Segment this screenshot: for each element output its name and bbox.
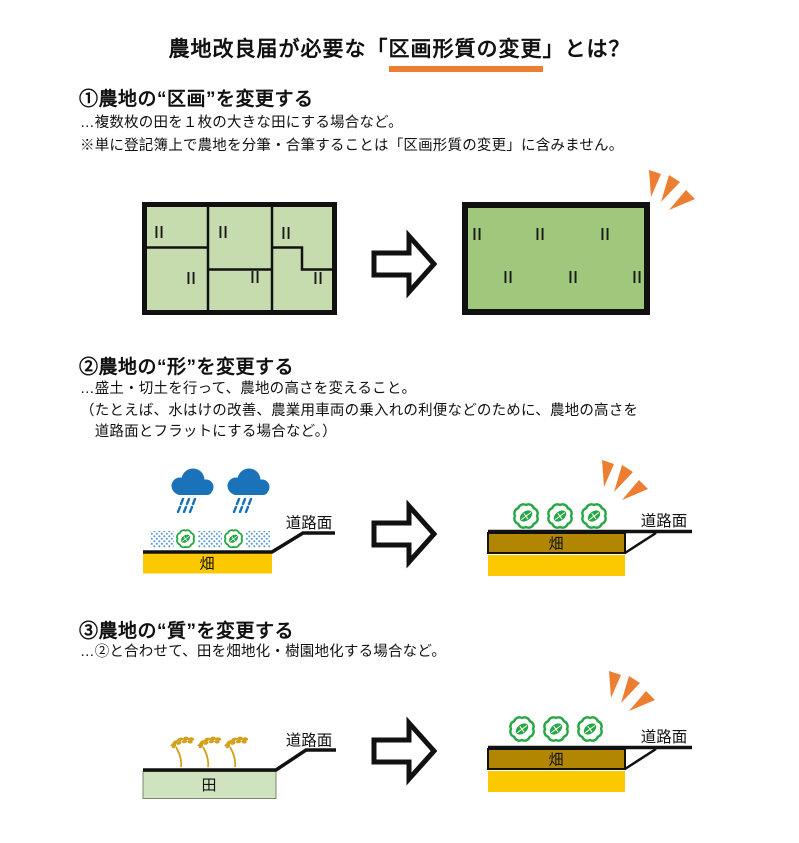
paddy-label: 田 bbox=[201, 777, 216, 794]
water-puddle-icon bbox=[150, 531, 174, 548]
water-puddle-icon bbox=[246, 531, 270, 548]
water-puddle-icon bbox=[198, 531, 222, 548]
section3-body: …②と合わせて、田を畑地化・樹園地化する場合など。 bbox=[80, 642, 446, 664]
road-surface-label: 道路面 bbox=[286, 514, 333, 532]
section2-body: …盛土・切土を行って、農地の高さを変えること。 （たとえば、水はけの改善、農業用… bbox=[80, 379, 638, 444]
raised-field-diagram: 畑 道路面 bbox=[487, 460, 692, 576]
vegetable-icon bbox=[513, 503, 539, 529]
vegetable-icon bbox=[176, 529, 195, 549]
field-soil-layer bbox=[143, 553, 272, 574]
slope-line bbox=[624, 747, 657, 771]
vegetable-icon bbox=[543, 716, 569, 742]
subdivided-field-diagram bbox=[142, 202, 337, 315]
field-label: 畑 bbox=[548, 752, 563, 769]
title-suffix: 」とは？ bbox=[542, 38, 631, 61]
vegetable-icon bbox=[577, 716, 603, 742]
transform-arrow-icon bbox=[371, 499, 437, 569]
field-label: 畑 bbox=[199, 556, 214, 573]
road-surface-label: 道路面 bbox=[286, 732, 333, 750]
transform-arrow-icon bbox=[371, 716, 437, 786]
vegetable-icon bbox=[581, 503, 607, 529]
converted-field-diagram: 畑 道路面 bbox=[487, 671, 692, 792]
section1-body: …複数枚の田を１枚の大きな田にする場合など。 ※単に登記簿上で農地を分筆・合筆す… bbox=[80, 112, 623, 158]
rice-plant-icon bbox=[223, 735, 250, 768]
rain-cloud-icon bbox=[170, 467, 215, 513]
sparkle-icon bbox=[602, 460, 648, 500]
road-surface-label: 道路面 bbox=[641, 512, 688, 530]
rice-plant-icon bbox=[196, 735, 223, 768]
title-prefix: 農地改良届が必要な「 bbox=[168, 38, 389, 61]
ground-and-road-line bbox=[143, 748, 336, 772]
section2-line2: （たとえば、水はけの改善、農業用車両の乗入れの利便などのために、農地の高さを bbox=[80, 402, 639, 419]
section2-line3: 道路面とフラットにする場合など。） bbox=[80, 424, 337, 440]
section3-heading: ③農地の“質”を変更する bbox=[79, 621, 295, 642]
original-soil-layer bbox=[488, 555, 625, 576]
title-highlight-underlined: 区画形質の変更 bbox=[388, 33, 543, 72]
rice-plant-icon bbox=[169, 735, 196, 768]
vegetable-icon bbox=[547, 503, 573, 529]
rice-paddy-diagram: 田 道路面 bbox=[142, 732, 336, 799]
field-label: 畑 bbox=[548, 536, 563, 553]
section2-heading: ②農地の“形”を変更する bbox=[79, 357, 295, 378]
vegetable-icon bbox=[509, 716, 535, 742]
sparkle-icon bbox=[609, 671, 655, 711]
vegetable-icon bbox=[224, 529, 243, 549]
section2-line1: …盛土・切土を行って、農地の高さを変えること。 bbox=[80, 381, 417, 397]
rain-cloud-icon bbox=[226, 467, 271, 513]
ground-and-road-line bbox=[143, 531, 335, 554]
section1-line1: …複数枚の田を１枚の大きな田にする場合など。 bbox=[80, 115, 403, 131]
sparkle-icon bbox=[649, 170, 695, 210]
original-soil-layer bbox=[488, 771, 625, 792]
slope-line bbox=[624, 531, 657, 555]
transform-arrow-icon bbox=[371, 229, 437, 299]
section1-line2: ※単に登記簿上で農地を分筆・合筆することは「区画形質の変更」に含みません。 bbox=[80, 138, 624, 154]
section3-line1: …②と合わせて、田を畑地化・樹園地化する場合など。 bbox=[80, 644, 447, 660]
section1-heading: ①農地の“区画”を変更する bbox=[79, 89, 314, 110]
low-wet-field-diagram: 畑 道路面 bbox=[143, 467, 335, 574]
road-surface-label: 道路面 bbox=[641, 728, 688, 746]
paddy-soil-layer bbox=[142, 771, 277, 799]
page-title: 農地改良届が必要な「区画形質の変更」とは？ bbox=[0, 33, 799, 72]
merged-field-diagram bbox=[462, 202, 650, 315]
